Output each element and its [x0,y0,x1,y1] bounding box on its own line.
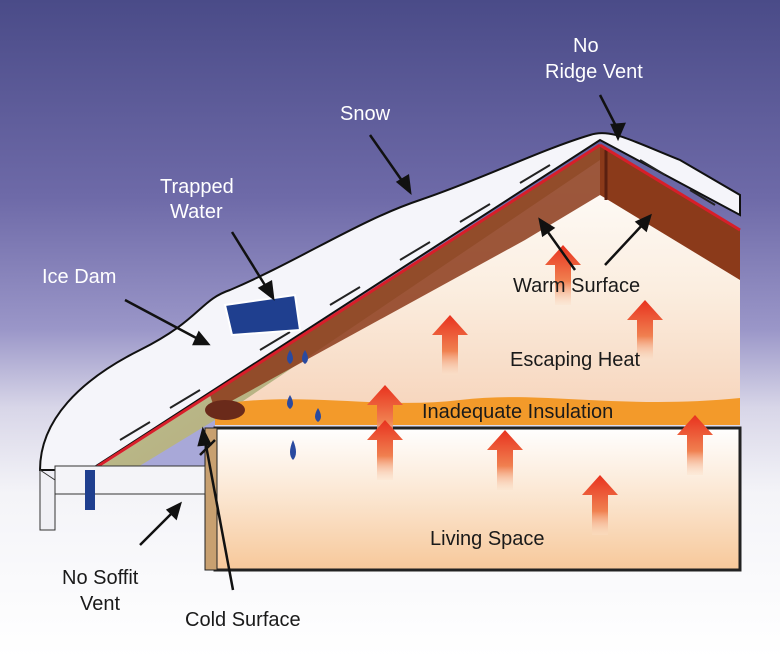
heat-arrow [432,315,468,375]
insulation-layer [215,397,740,425]
label-living-space: Living Space [430,528,545,550]
living-space-room [213,426,742,572]
shingles [119,159,716,441]
fascia [85,470,95,510]
heat-arrow [367,420,403,480]
label-trapped-water-line1: Trapped [160,176,234,198]
heat-arrow [677,415,713,475]
roof-line-right [599,143,741,232]
label-warm-surface: Warm Surface [513,275,640,297]
rafter-left [210,145,600,410]
label-trapped-water-line2: Water [170,201,223,223]
heat-arrow [367,385,403,445]
heat-arrow [627,300,663,360]
ice-damage-spot [205,400,245,420]
water-drops [287,350,321,460]
label-no-soffit-vent-line2: Vent [80,593,120,615]
label-snow: Snow [340,103,391,125]
roof-line-left [91,143,601,472]
heat-arrow [487,430,523,490]
heat-arrow [582,475,618,535]
leader-arrows [124,94,652,591]
soffit [54,465,206,495]
icicle [39,469,56,531]
attic-space [215,150,740,425]
heat-arrows [367,245,713,535]
label-no-ridge-vent-line1: No [573,35,599,57]
label-no-ridge-vent-line2: Ridge Vent [545,61,643,83]
snow-layer [38,131,741,471]
label-inadequate-insulation: Inadequate Insulation [422,401,613,423]
heat-arrow [545,245,581,305]
rafter-right [600,145,740,280]
label-no-soffit-vent-line1: No Soffit [62,567,139,589]
label-ice-dam: Ice Dam [42,266,116,288]
label-cold-surface: Cold Surface [185,609,301,631]
label-escaping-heat: Escaping Heat [510,349,641,371]
